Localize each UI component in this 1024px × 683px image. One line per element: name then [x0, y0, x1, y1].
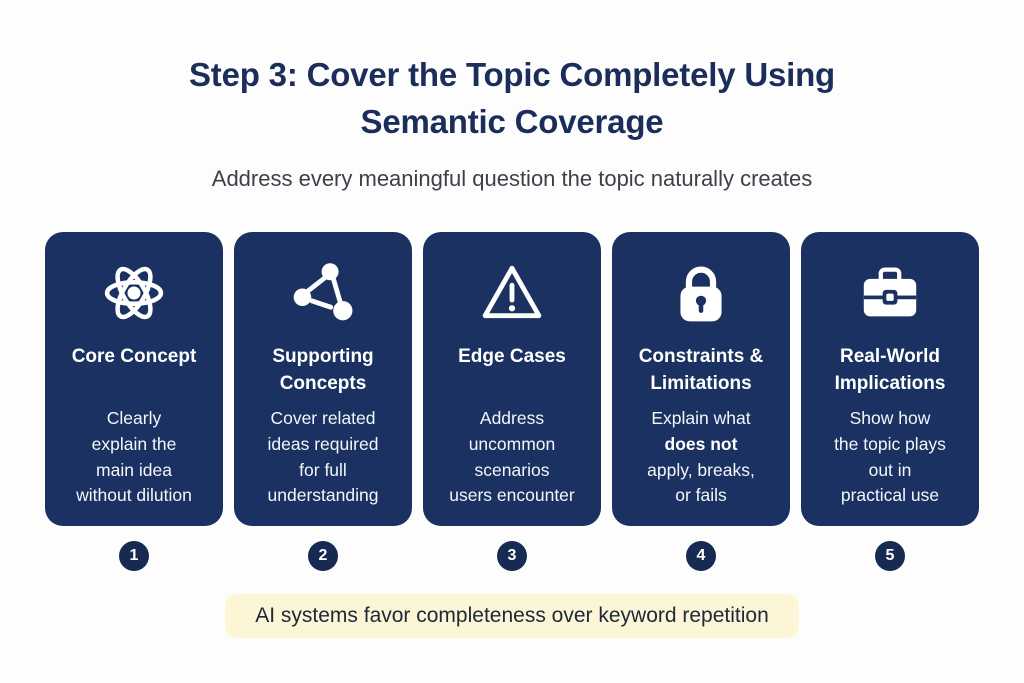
topic-card: Supporting Concepts Cover related ideas r… — [234, 231, 412, 526]
card-icon-wrap — [856, 254, 924, 332]
step-badges-row: 1 2 3 4 5 — [45, 540, 979, 571]
step-number-badge: 5 — [875, 540, 905, 571]
card-title: Edge Cases — [458, 345, 566, 367]
page-title: Step 3: Cover the Topic Completely Using… — [189, 56, 835, 140]
card-body-line: uncommon — [468, 433, 556, 454]
card-body-line: or fails — [675, 485, 727, 506]
card-body-line: Clearly — [106, 407, 162, 428]
card-body: Clearly explain the main idea without dilut… — [76, 406, 192, 510]
step-number-badge: 4 — [686, 540, 716, 571]
card-body-line: explain the — [91, 433, 177, 454]
badge-slot: 2 — [234, 540, 412, 571]
warning-triangle-icon — [478, 259, 546, 327]
card-body-line: Address — [479, 407, 545, 428]
topic-card: Core Concept Clearly explain the main idea… — [45, 231, 223, 526]
card-body-line: Cover related — [270, 407, 376, 428]
page-subtitle: Address every meaningful question the to… — [211, 165, 813, 191]
topic-card: Real-World Implications Show how the topi… — [801, 231, 979, 526]
card-body-line: ideas required — [267, 433, 379, 454]
card-title: Core Concept — [71, 345, 197, 367]
card-icon-wrap — [478, 254, 546, 332]
card-body-line: understanding — [267, 485, 379, 506]
card-body: Show how the topic plays out in practical u… — [834, 406, 946, 510]
card-body-line: Explain what — [651, 407, 751, 428]
card-body-line: main idea — [96, 459, 172, 480]
lock-icon — [667, 259, 735, 327]
card-body: Explain what does not apply, breaks, or fai… — [647, 406, 755, 510]
card-body-line: Show how — [849, 407, 931, 428]
card-body-line: apply, breaks, — [647, 459, 755, 480]
card-body-line: the topic plays — [834, 433, 946, 454]
atom-icon — [100, 259, 168, 327]
badge-slot: 5 — [801, 540, 979, 571]
network-icon — [289, 259, 357, 327]
card-body-line: out in — [868, 459, 912, 480]
topic-card: Edge Cases Address uncommon scenarios users… — [423, 231, 601, 526]
card-body-line: without dilution — [76, 485, 192, 506]
card-body-line: scenarios — [474, 459, 550, 480]
card-title: Constraints & Limitations — [638, 345, 764, 394]
briefcase-icon — [856, 259, 924, 327]
step-number-badge: 3 — [497, 540, 527, 571]
step-number-badge: 2 — [308, 540, 338, 571]
badge-slot: 3 — [423, 540, 601, 571]
card-body-line: for full — [299, 459, 347, 480]
card-body: Address uncommon scenarios users encounter — [449, 406, 575, 510]
step-number-badge: 1 — [119, 540, 149, 571]
footer-note-banner: AI systems favor completeness over keywo… — [225, 593, 799, 638]
card-icon-wrap — [667, 254, 735, 332]
card-body-line: practical use — [840, 485, 940, 506]
card-body-line: users encounter — [449, 485, 575, 506]
card-icon-wrap — [100, 254, 168, 332]
card-icon-wrap — [289, 254, 357, 332]
badge-slot: 1 — [45, 540, 223, 571]
topic-card: Constraints & Limitations Explain what do… — [612, 231, 790, 526]
card-title: Supporting Concepts — [272, 345, 374, 394]
badge-slot: 4 — [612, 540, 790, 571]
cards-row: Core Concept Clearly explain the main idea… — [45, 231, 979, 526]
card-body: Cover related ideas required for full under… — [268, 406, 379, 510]
card-body-line: does not — [664, 433, 738, 454]
card-title: Real-World Implications — [834, 345, 946, 394]
